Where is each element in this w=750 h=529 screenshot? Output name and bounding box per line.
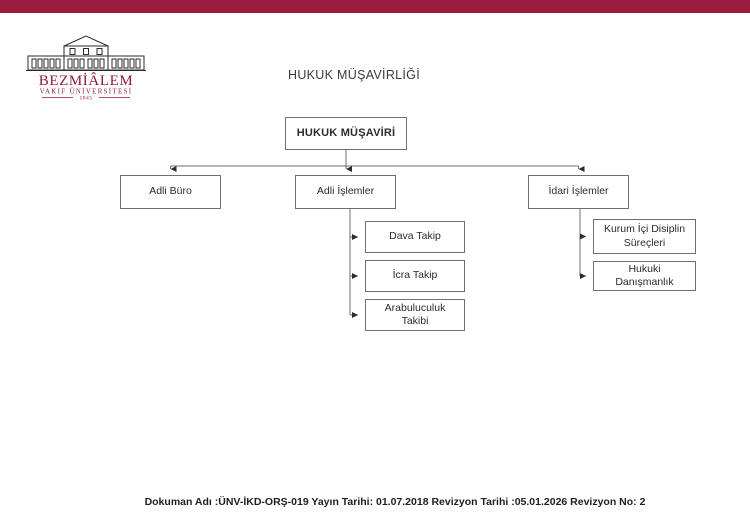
footer-text: Dokuman Adı :ÜNV-İKD-ORŞ-019 Yayın Tarih… [144,496,646,508]
logo-year: 1845 [80,96,93,102]
node-idari-islemler[interactable]: İdari İşlemler [528,175,629,209]
node-adli-islemler[interactable]: Adli İşlemler [295,175,396,209]
node-icra-takip[interactable]: İcra Takip [365,260,465,292]
document-footer: Dokuman Adı :ÜNV-İKD-ORŞ-019 Yayın Tarih… [0,496,750,508]
node-arabuluculuk-takibi[interactable]: Arabuluculuk Takibi [365,299,465,331]
node-hukuk-musaviri[interactable]: HUKUK MÜŞAVİRİ [285,117,407,150]
node-hukuki-danismanlik[interactable]: Hukuki Danışmanlık [593,261,696,291]
page-title: HUKUK MÜŞAVİRLİĞİ [288,68,420,82]
university-logo: BEZMİÂLEM VAKIF ÜNİVERSİTESİ 1845 [18,30,154,102]
top-accent-bar [0,0,750,13]
node-kurum-ici-disiplin-surecleri[interactable]: Kurum İçi Disiplin Süreçleri [593,219,696,254]
node-adli-buro[interactable]: Adli Büro [120,175,221,209]
logo-wordmark: BEZMİÂLEM [39,72,134,89]
node-dava-takip[interactable]: Dava Takip [365,221,465,253]
logo-subtitle: VAKIF ÜNİVERSİTESİ [40,89,133,96]
